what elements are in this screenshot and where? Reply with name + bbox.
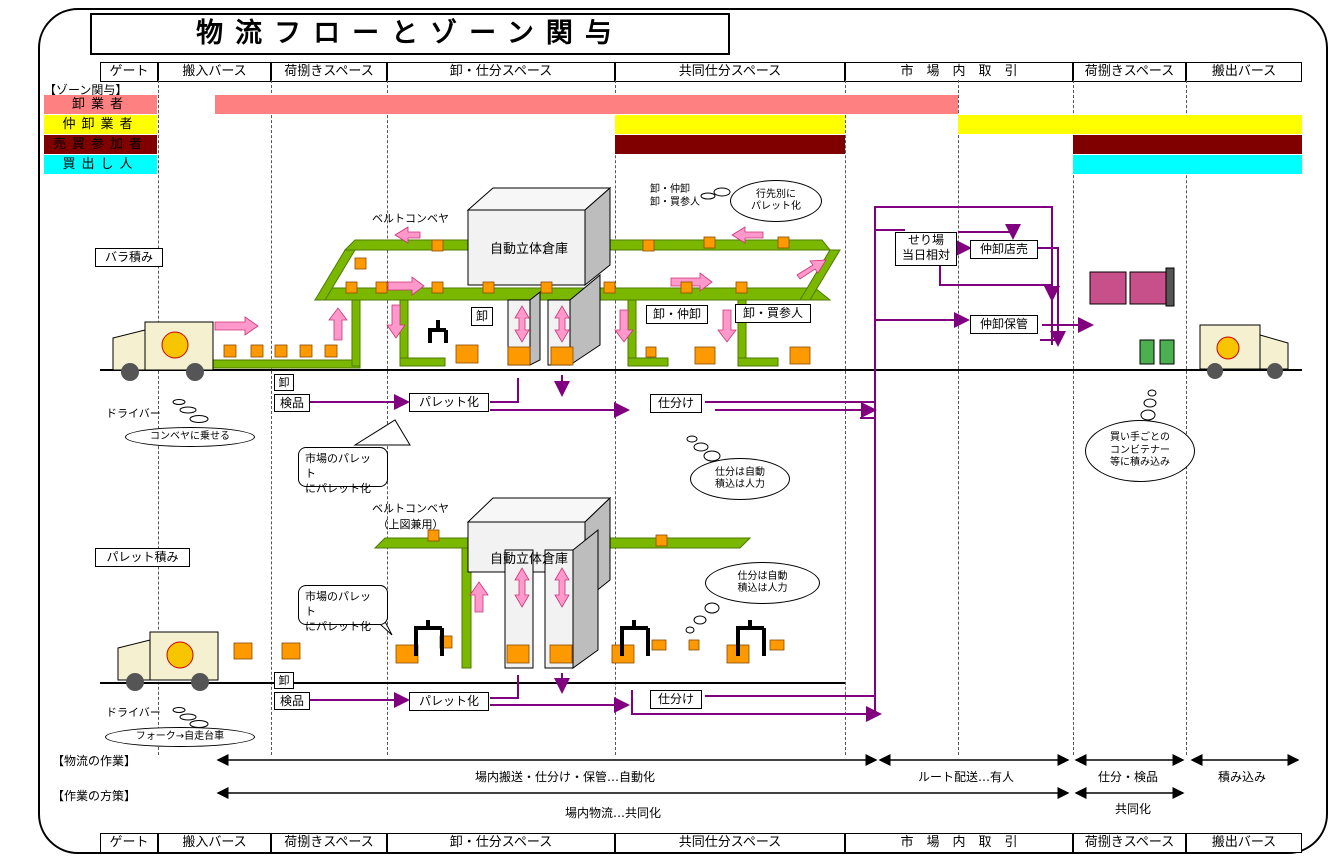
upper-pallet-callout: 市場のパレット にパレット化 bbox=[298, 447, 388, 487]
upper-sort-cloud: 仕分は自動 積込は人力 bbox=[690, 458, 790, 500]
lower-warehouse-label: 自動立体倉庫 bbox=[490, 548, 568, 567]
upper-inspect-box: 検品 bbox=[274, 394, 310, 412]
intermediate-shop-box: 仲卸店売 bbox=[970, 240, 1038, 259]
footer-logistics-work-b: ルート配送…有人 bbox=[918, 768, 1014, 785]
lower-sort-cloud: 仕分は自動 積込は人力 bbox=[705, 562, 820, 604]
roll-cages bbox=[1090, 268, 1174, 364]
upper-sort-box: 仕分け bbox=[650, 394, 702, 413]
lower-pallet-callout: 市場のパレット にパレット化 bbox=[298, 585, 388, 625]
tag-wholesaler-intermediate: 卸・仲卸 bbox=[646, 305, 708, 324]
upper-cloud-participants: 卸・仲卸 卸・買参人 bbox=[650, 183, 700, 209]
upper-cloud-palletize: 行先別に パレット化 bbox=[730, 180, 822, 222]
lower-driver-cloud: フォーク→自走台車 bbox=[105, 727, 255, 747]
lower-flow-lines bbox=[310, 673, 880, 714]
buyer-loading-cloud: 買い手ごとの コンビテナー 等に積み込み bbox=[1085, 420, 1195, 482]
upper-wholesaler-mark: 卸 bbox=[274, 374, 294, 391]
lower-palletize-box: パレット化 bbox=[409, 692, 489, 711]
inbound-truck-upper bbox=[113, 322, 213, 381]
upper-warehouse bbox=[468, 188, 610, 365]
lower-warehouse bbox=[468, 498, 610, 668]
upper-driver-cloud: コンベヤに乗せる bbox=[125, 427, 255, 447]
upper-driver-label: ドライバー bbox=[106, 405, 161, 421]
lower-inspect-box: 検品 bbox=[274, 692, 310, 710]
section-label-bulk: バラ積み bbox=[95, 248, 163, 267]
tag-wholesaler-buyer: 卸・買参人 bbox=[735, 304, 811, 323]
callout-pointer-upper bbox=[355, 420, 410, 445]
section-label-pallet: パレット積み bbox=[95, 548, 190, 567]
footer-policy-a: 場内物流…共同化 bbox=[565, 804, 661, 821]
footer-logistics-work-d: 積み込み bbox=[1218, 768, 1266, 785]
footer-policy-b: 共同化 bbox=[1115, 800, 1151, 817]
lower-sort-box: 仕分け bbox=[650, 690, 702, 709]
upper-warehouse-label: 自動立体倉庫 bbox=[490, 238, 568, 257]
auction-floor-box: せり場 当日相対 bbox=[895, 232, 957, 266]
footer-policy-label: 【作業の方策】 bbox=[52, 787, 136, 804]
upper-conveyor-label: ベルトコンベヤ bbox=[372, 210, 449, 226]
intermediate-storage-box: 仲卸保管 bbox=[970, 315, 1038, 334]
tag-wholesaler: 卸 bbox=[471, 307, 493, 326]
upper-palletize-box: パレット化 bbox=[409, 393, 489, 412]
footer-logistics-work-a: 場内搬送・仕分け・保管…自動化 bbox=[475, 768, 655, 785]
lower-driver-label: ドライバー bbox=[106, 704, 161, 720]
footer-logistics-work-c: 仕分・検品 bbox=[1098, 768, 1158, 785]
lower-wholesaler-mark: 卸 bbox=[274, 672, 294, 689]
footer-logistics-work-label: 【物流の作業】 bbox=[52, 752, 136, 769]
lower-conveyor-label: ベルトコンベヤ （上図兼用） bbox=[372, 500, 449, 532]
